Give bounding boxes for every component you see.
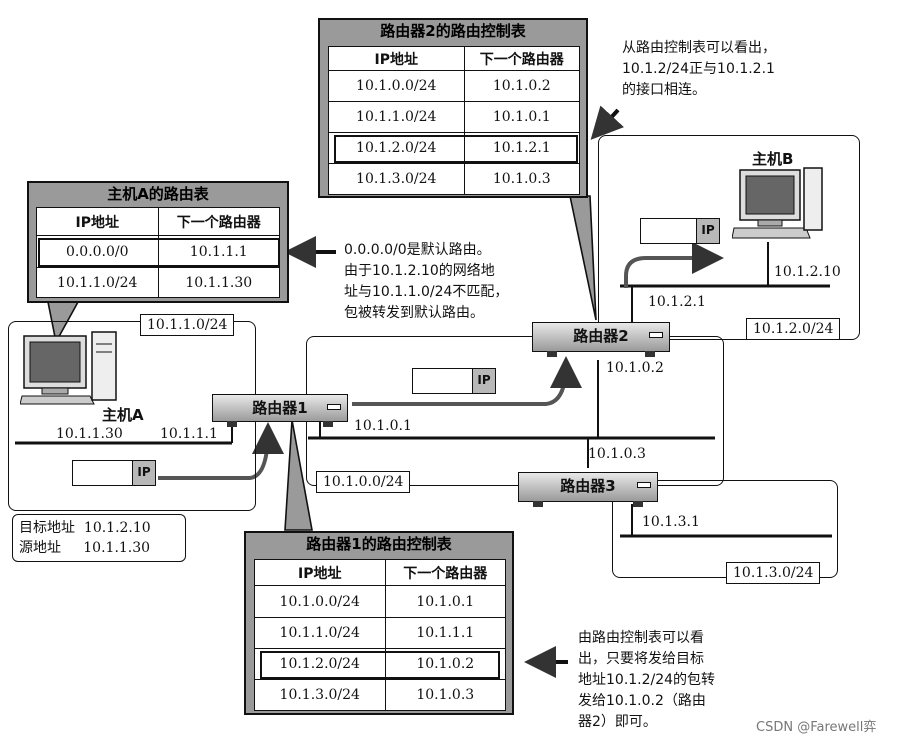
router-1-label: 路由器1	[252, 399, 308, 417]
packet-ip-tag: IP	[472, 369, 495, 393]
addr-host-a: 10.1.1.30	[56, 426, 123, 442]
network-label-10-1-2-0: 10.1.2.0/24	[746, 318, 841, 340]
table-cell: 10.1.1.0/24	[254, 617, 386, 649]
table-cell: 10.1.1.0/24	[328, 101, 465, 133]
host-a-table-title: 主机A的路由表	[107, 185, 209, 203]
col-ip: IP地址	[328, 46, 465, 71]
packet-icon: IP	[72, 460, 156, 486]
watermark: CSDN @Farewell弈	[756, 720, 877, 735]
host-a-routing-table: IP地址 下一个路由器 0.0.0.0/0 10.1.1.1 10.1.1.0/…	[36, 207, 280, 298]
highlight-row-default	[38, 238, 280, 267]
host-b-label: 主机B	[752, 150, 794, 168]
router-led	[327, 404, 341, 410]
note-line: 的接口相连。	[622, 82, 706, 98]
col-next-hop: 下一个路由器	[463, 46, 581, 71]
router-led	[637, 482, 651, 488]
network-outline-core	[306, 336, 724, 486]
table-cell: 10.1.0.2	[463, 70, 581, 102]
src-label: 源地址	[19, 540, 61, 556]
packet-info-box: 目标地址 10.1.2.10 源地址 10.1.1.30	[12, 514, 186, 562]
packet-icon: IP	[640, 218, 720, 244]
host-b-computer-icon	[731, 166, 826, 244]
note-line: 从路由控制表可以看出，	[622, 40, 776, 56]
table-cell: 10.1.0.0/24	[328, 70, 465, 102]
note-line: 器2）即可。	[578, 714, 657, 730]
table-cell: 10.1.0.1	[463, 101, 581, 133]
note-line: 10.1.2/24正与10.1.2.1	[622, 61, 775, 77]
router-3-label: 路由器3	[560, 477, 616, 495]
note-line: 址与10.1.1.0/24不匹配，	[344, 284, 509, 300]
table-cell: 10.1.0.3	[463, 163, 581, 195]
addr-host-b: 10.1.2.10	[774, 264, 841, 280]
router-led	[649, 332, 663, 338]
host-a-computer-icon	[19, 330, 120, 410]
network-outline-host-b	[598, 135, 860, 340]
dst-value: 10.1.2.10	[83, 520, 151, 536]
addr-r2-core: 10.1.0.2	[606, 360, 664, 376]
table-cell: 10.1.0.2	[384, 648, 507, 680]
table-cell: 10.1.2.1	[463, 132, 581, 164]
table-cell: 10.1.1.1	[384, 617, 507, 649]
note-line: 发给10.1.0.2（路由	[578, 693, 706, 709]
table-cell: 10.1.1.1	[157, 235, 280, 268]
highlight-row-10-1-2-0	[260, 651, 500, 679]
col-ip: IP地址	[36, 207, 159, 236]
network-label-10-1-3-0: 10.1.3.0/24	[726, 562, 821, 584]
table-cell: 10.1.3.0/24	[254, 679, 386, 711]
router-3: 路由器3	[518, 472, 658, 507]
note-line: 包被转发到默认路由。	[344, 305, 484, 321]
table-cell: 10.1.0.0/24	[254, 585, 386, 618]
note-line: 由路由控制表可以看	[578, 630, 704, 646]
src-value: 10.1.1.30	[83, 540, 151, 556]
router-2-table-title: 路由器2的路由控制表	[380, 22, 526, 40]
host-a-label: 主机A	[102, 406, 144, 424]
note-line: 0.0.0.0/0是默认路由。	[344, 242, 491, 258]
network-label-10-1-1-0: 10.1.1.0/24	[140, 314, 235, 336]
col-ip: IP地址	[254, 559, 386, 586]
table-cell: 10.1.0.1	[384, 585, 507, 618]
note-line: 出，只要将发给目标	[578, 651, 704, 667]
router-1-table-title: 路由器1的路由控制表	[306, 535, 452, 553]
note-line: 由于10.1.2.10的网络地	[344, 263, 495, 279]
addr-r3-lan: 10.1.3.1	[642, 514, 700, 530]
default-route-note: 0.0.0.0/0是默认路由。 由于10.1.2.10的网络地 址与10.1.1…	[344, 240, 508, 324]
packet-ip-tag: IP	[696, 219, 719, 243]
network-outline-r3-lan	[612, 480, 838, 578]
router-2-label: 路由器2	[573, 327, 629, 345]
packet-ip-tag: IP	[132, 461, 155, 485]
col-next-hop: 下一个路由器	[157, 207, 280, 236]
addr-r2-lan: 10.1.2.1	[648, 294, 706, 310]
table-cell: 10.1.3.0/24	[328, 163, 465, 195]
packet-icon: IP	[412, 368, 496, 394]
dst-label: 目标地址	[19, 520, 75, 536]
router-2-note: 从路由控制表可以看出， 10.1.2/24正与10.1.2.1 的接口相连。	[622, 38, 776, 101]
note-line: 地址10.1.2/24的包转	[578, 672, 716, 688]
network-label-10-1-0-0: 10.1.0.0/24	[316, 471, 411, 493]
table-cell: 10.1.1.0/24	[36, 267, 159, 298]
table-cell: 10.1.1.30	[157, 267, 280, 298]
addr-r1-core: 10.1.0.1	[354, 418, 412, 434]
router-2: 路由器2	[532, 322, 670, 357]
router-1: 路由器1	[212, 394, 348, 427]
router-1-note: 由路由控制表可以看 出，只要将发给目标 地址10.1.2/24的包转 发给10.…	[578, 628, 715, 733]
col-next-hop: 下一个路由器	[384, 559, 507, 586]
host-a-routing-table-panel: 主机A的路由表 IP地址 下一个路由器 0.0.0.0/0 10.1.1.1 1…	[27, 181, 289, 303]
table-cell: 10.1.0.3	[384, 679, 507, 711]
addr-r1-lan: 10.1.1.1	[160, 426, 218, 442]
highlight-row-10-1-2-0	[334, 135, 578, 163]
addr-r3-core: 10.1.0.3	[588, 446, 646, 462]
